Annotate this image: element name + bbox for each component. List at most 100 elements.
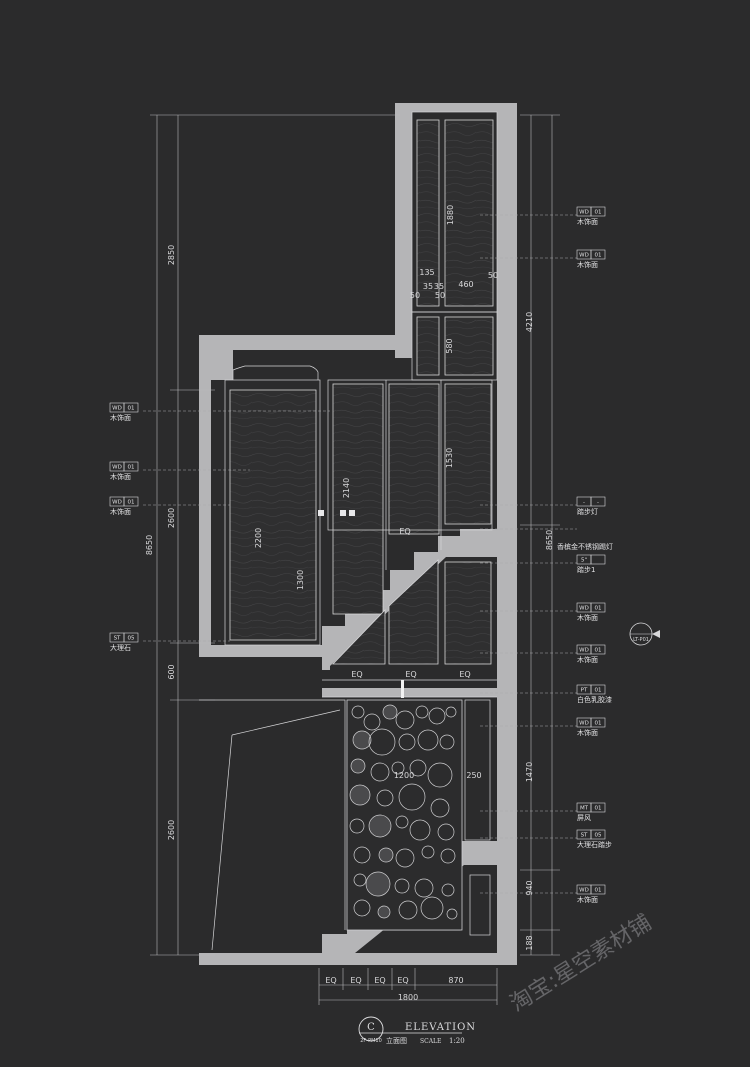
dim-right-overall: 8650 <box>545 530 554 550</box>
left-tag-1-code: WD <box>112 406 122 412</box>
right-tag-3-num: - <box>597 500 599 506</box>
dim-screen-w: 1200 <box>394 771 414 780</box>
right-tag-9-desc: 木饰面 <box>577 728 598 737</box>
dim-bottom-overall: 1800 <box>398 993 418 1002</box>
screen-circle <box>430 798 450 818</box>
right-tag-7-num: 01 <box>595 648 602 654</box>
screen-circle <box>395 710 415 730</box>
screen-circle <box>441 883 455 897</box>
screen-circle <box>350 758 366 774</box>
right-tag-7-code: WD <box>579 648 589 654</box>
right-tag-8-num: 01 <box>595 688 602 694</box>
dim-w135: 135 <box>419 268 434 277</box>
dimension-lines <box>150 114 560 1005</box>
screen-circle <box>382 704 398 720</box>
circle-screen <box>346 699 463 931</box>
dim-left-lower: 2600 <box>167 820 176 840</box>
left-tag-2-num: 01 <box>128 465 135 471</box>
dim-door-low: 1300 <box>296 570 305 590</box>
right-tag-5-desc: 踏步1 <box>577 565 595 574</box>
left-tag-3-code: WD <box>112 500 122 506</box>
title-text: ELEVATION <box>405 1022 476 1033</box>
screen-circle <box>409 759 427 777</box>
door-handles <box>318 510 355 516</box>
right-tag-10-code: MT <box>580 806 589 812</box>
dim-stair-eq-3: EQ <box>459 670 470 679</box>
right-tag-3-code: - <box>583 500 585 506</box>
dim-bottom-eq-3: EQ <box>374 976 385 985</box>
structure-walls <box>199 103 517 965</box>
dim-left-middle: 2600 <box>167 508 176 528</box>
screen-circle <box>391 761 405 775</box>
dim-upper-panel-h: 1880 <box>446 205 455 225</box>
screen-circle <box>446 908 458 920</box>
screen-circle <box>349 784 371 806</box>
dim-left-overall: 8650 <box>145 535 154 555</box>
screen-circle <box>353 899 371 917</box>
screen-circle <box>440 848 456 864</box>
dim-door-h: 2200 <box>254 528 263 548</box>
screen-circle <box>445 706 457 718</box>
right-tag-12-code: WD <box>579 888 589 894</box>
right-tag-7-desc: 木饰面 <box>577 655 598 664</box>
right-tag-2-code: WD <box>579 253 589 259</box>
dim-panel-w: 460 <box>458 280 473 289</box>
right-tag-10-num: 01 <box>595 806 602 812</box>
screen-circle <box>409 819 431 841</box>
screen-circle <box>414 878 434 898</box>
right-tag-9-num: 01 <box>595 721 602 727</box>
dim-h1530: 1530 <box>445 448 454 468</box>
screen-circle <box>365 871 391 897</box>
screen-circle <box>415 705 429 719</box>
right-tag-3: --踏步灯 <box>576 496 606 516</box>
title-block: C 2F-PM10 ELEVATION 立面图 SCALE 1:20 <box>358 1016 476 1045</box>
dim-bottom-eq-1: EQ <box>325 976 336 985</box>
screen-circle <box>370 762 390 782</box>
right-tag-11-num: 05 <box>595 833 602 839</box>
dim-right-top: 4210 <box>525 312 534 332</box>
right-tag-6-num: 01 <box>595 606 602 612</box>
dim-stair-eq-2: EQ <box>405 670 416 679</box>
screen-circle <box>417 729 439 751</box>
screen-circle <box>363 713 381 731</box>
left-tag-4-code: ST <box>114 636 121 642</box>
dim-left-slab: 600 <box>167 664 176 679</box>
section-marker: LT-P01 <box>629 622 660 646</box>
screen-circle <box>420 896 444 920</box>
screen-circle <box>395 815 409 829</box>
dim-bottom-right: 870 <box>448 976 463 985</box>
left-tag-4-desc: 大理石 <box>110 643 131 652</box>
right-tag-1-num: 01 <box>595 210 602 216</box>
dim-w50-a: 50 <box>410 291 420 300</box>
right-tag-5-code: 5" <box>581 558 587 564</box>
screen-circle <box>439 734 455 750</box>
right-tag-4-desc: 香槟金不锈钢踢灯 <box>557 542 613 551</box>
dim-right-base: 188 <box>525 935 534 950</box>
screen-circle <box>398 733 416 751</box>
right-tag-6-desc: 木饰面 <box>577 613 598 622</box>
right-tag-6-code: WD <box>579 606 589 612</box>
title-sheet-ref: 2F-PM10 <box>360 1038 382 1044</box>
screen-circle <box>368 814 392 838</box>
right-tag-2-desc: 木饰面 <box>577 260 598 269</box>
screen-circle <box>377 905 391 919</box>
right-tag-1-code: WD <box>579 210 589 216</box>
dim-bottom-eq-4: EQ <box>397 976 408 985</box>
left-tag-1-num: 01 <box>128 406 135 412</box>
middle-stair <box>322 529 497 670</box>
dim-w35-a: 35 <box>423 282 433 291</box>
section-marker-label: LT-P01 <box>633 637 649 643</box>
dim-stair-eq: EQ <box>399 527 410 536</box>
dim-left-upper: 2850 <box>167 245 176 265</box>
dim-right-mid: 1470 <box>525 762 534 782</box>
right-tag-12-num: 01 <box>595 888 602 894</box>
wood-panels <box>229 119 494 931</box>
